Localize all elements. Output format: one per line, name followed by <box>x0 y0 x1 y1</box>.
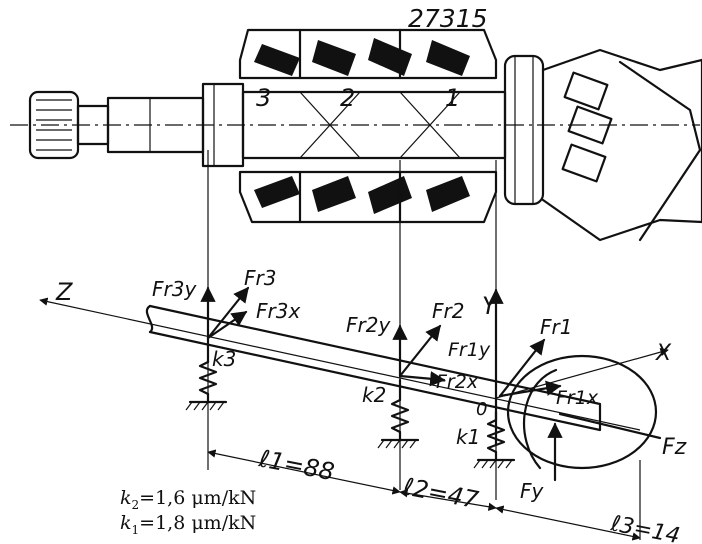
force-fr1x-arrow <box>498 380 562 398</box>
note-k2-value: =1,6 μm/kN <box>139 487 257 509</box>
force-fr2-arrow <box>398 324 442 378</box>
label-k1: k1 <box>456 425 480 449</box>
label-fr3y: Fr3y <box>152 277 197 301</box>
bearing-label-3: 3 <box>256 84 271 112</box>
spindle-assembly-drawing: 27315 3 2 1 <box>10 4 702 242</box>
label-fr2y: Fr2y <box>346 313 391 337</box>
x-axis-line <box>495 347 669 399</box>
label-k2: k2 <box>362 383 386 407</box>
label-fz: Fz <box>662 435 687 460</box>
note-k1-symbol: k <box>120 512 132 534</box>
drawing-number: 27315 <box>408 4 488 33</box>
label-fr1y: Fr1y <box>448 339 491 361</box>
axis-label-y: Y <box>482 292 499 320</box>
collar-and-chuck <box>503 48 702 242</box>
bearing-label-1: 1 <box>445 84 460 112</box>
label-fy: Fy <box>520 479 545 503</box>
z-axis-line <box>39 297 641 431</box>
dimension-l2: ℓ2=47 <box>400 472 481 514</box>
dimension-lines <box>207 449 641 541</box>
force-fz-line <box>558 412 662 440</box>
spring-k2 <box>377 378 420 449</box>
label-fr2x: Fr2x <box>436 371 479 393</box>
origin-label: 0 <box>476 399 487 420</box>
label-fr3x: Fr3x <box>256 299 300 323</box>
tool-end-ellipse <box>506 354 658 470</box>
force-fr3-arrow <box>206 286 250 340</box>
label-k3: k3 <box>212 347 236 371</box>
axis-label-z: Z <box>55 278 73 306</box>
dimension-l1: ℓ1=88 <box>256 444 337 486</box>
note-k2-symbol: k <box>120 487 132 509</box>
label-fr2: Fr2 <box>432 299 464 323</box>
axis-label-x: X <box>655 341 672 366</box>
label-fr1: Fr1 <box>540 315 572 339</box>
note-k1-value: =1,8 μm/kN <box>139 512 257 534</box>
dimension-l3: ℓ3=14 <box>608 511 682 544</box>
note-k2-subscript: 2 <box>131 497 140 512</box>
stiffness-note-k1: k1=1,8 μm/kN <box>120 512 256 537</box>
shaft-schematic <box>148 304 602 432</box>
note-k1-subscript: 1 <box>131 522 140 537</box>
bearing-housing <box>238 28 498 224</box>
force-fr1-arrow <box>498 338 546 398</box>
spring-k3 <box>185 336 228 411</box>
stiffness-note-k2: k2=1,6 μm/kN <box>120 487 256 512</box>
label-fr3: Fr3 <box>244 266 276 290</box>
spring-k1 <box>473 410 516 469</box>
label-fr1x: Fr1x <box>556 387 599 409</box>
bearing-label-2: 2 <box>340 84 355 112</box>
force-fr3x-arrow <box>206 310 248 340</box>
force-fr2x-arrow <box>398 371 446 387</box>
